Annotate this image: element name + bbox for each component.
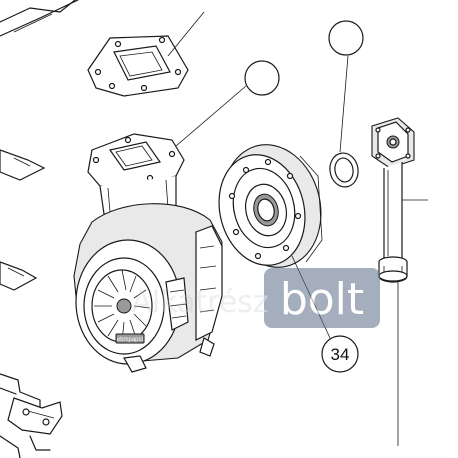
gas-pipe	[371, 117, 415, 283]
watermark-prefix: Alkatrész	[131, 285, 268, 320]
watermark: bolt Alkatrész	[131, 268, 380, 328]
fan-assembly: ebmpapst	[73, 133, 223, 373]
leader-oring	[339, 55, 349, 153]
watermark-suffix: bolt	[280, 274, 364, 325]
oring	[329, 152, 359, 188]
plate-part-left-2	[0, 261, 38, 291]
plate-part-left-1	[0, 149, 46, 181]
leader-gasket-mid	[175, 85, 247, 147]
bracket-part-bottom-left	[0, 373, 63, 458]
fan-logo-text: ebmpapst	[117, 337, 144, 343]
callout-circle-gasket-mid	[244, 60, 280, 96]
gasket-top	[87, 35, 189, 97]
callout-label-venturi: 34	[331, 345, 350, 364]
venturi-disc	[218, 144, 323, 268]
leader-gasket-top	[167, 11, 205, 57]
frame-part-top-left	[0, 0, 79, 37]
callout-circle-oring	[328, 20, 364, 56]
callout-circle-venturi	[321, 335, 359, 373]
